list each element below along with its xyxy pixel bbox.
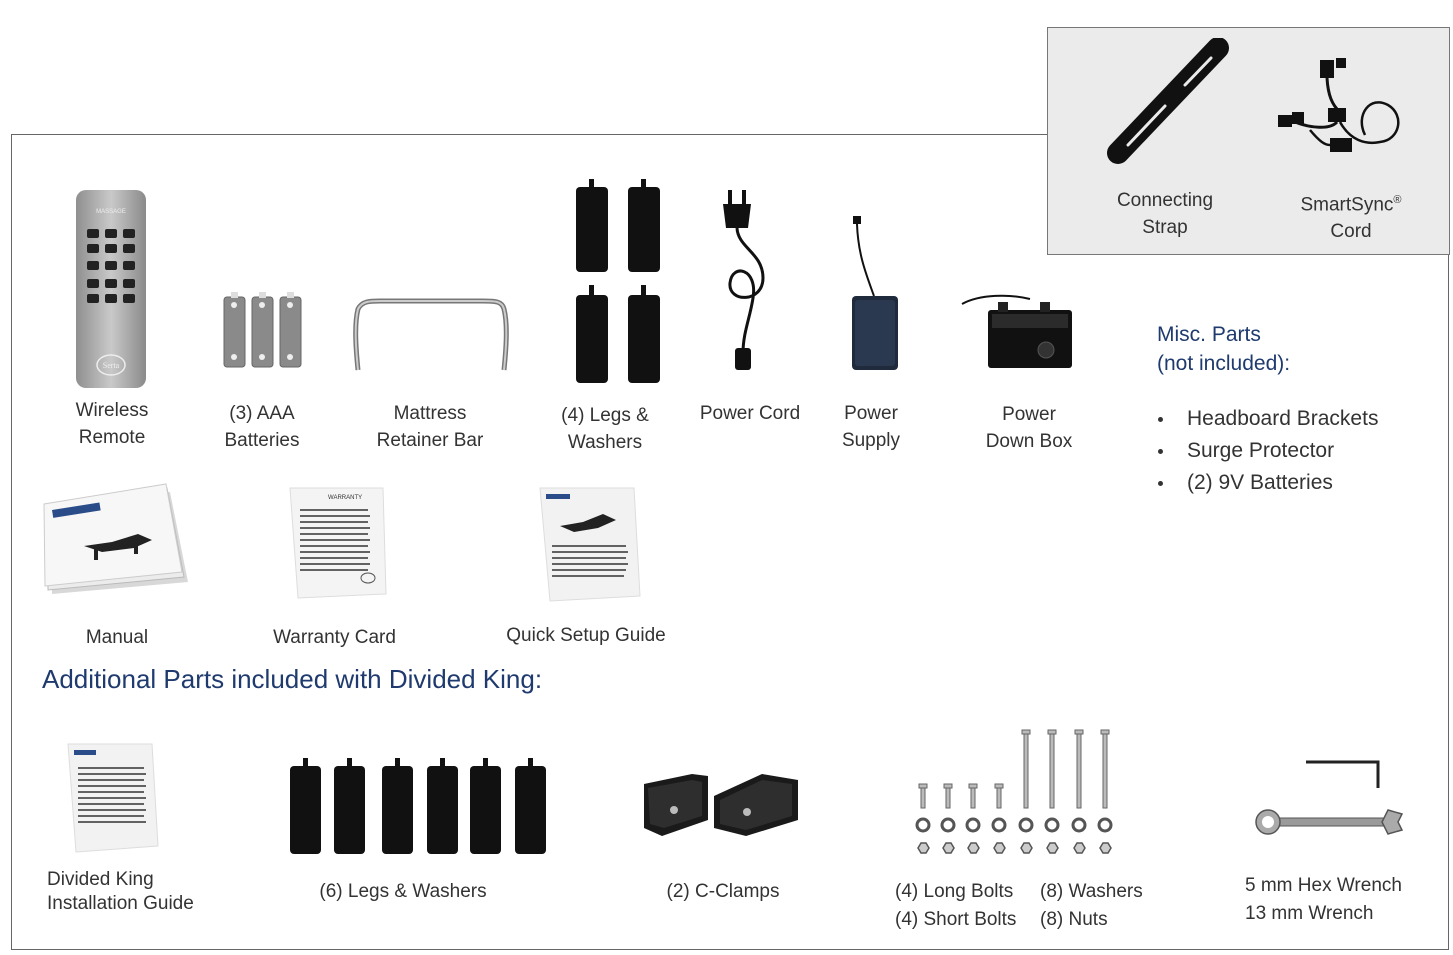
- furniture-leg-icon: [576, 179, 660, 383]
- smartsync-cord-label: SmartSync® Cord: [1300, 194, 1402, 243]
- svg-text:WARRANTY: WARRANTY: [328, 495, 362, 501]
- power-supply-icon: [852, 216, 898, 370]
- divided-king-heading: Additional Parts included with Divided K…: [42, 664, 543, 694]
- warranty-card-icon: WARRANTY: [289, 487, 387, 599]
- remote-control-icon: MASSAGE Serta: [76, 190, 146, 388]
- wrenches-label: 5 mm Hex Wrench 13 mm Wrench: [1245, 875, 1402, 924]
- power-down-box-label: Power Down Box: [985, 404, 1073, 452]
- quick-setup-guide-icon: [539, 487, 641, 602]
- power-down-box-icon: [961, 294, 1072, 368]
- list-item: Headboard Brackets: [1158, 403, 1378, 435]
- list-item: Surge Protector: [1158, 435, 1378, 467]
- svg-text:Serta: Serta: [103, 361, 120, 370]
- six-legs-label: (6) Legs & Washers: [319, 881, 487, 902]
- washers-nuts-label: (8) Washers (8) Nuts: [1040, 881, 1143, 930]
- manual-label: Manual: [85, 627, 149, 648]
- bolts-washers-nuts-icon: [915, 729, 1113, 854]
- c-clamps-label: (2) C-Clamps: [666, 881, 780, 902]
- power-supply-label: Power Supply: [841, 403, 901, 451]
- misc-parts-heading: Misc. Parts (not included):: [1157, 323, 1291, 375]
- legs-washers-label: (4) Legs & Washers: [561, 405, 649, 453]
- warranty-card-label: Warranty Card: [273, 627, 396, 648]
- power-cord-icon: [723, 190, 765, 370]
- quick-setup-guide-label: Quick Setup Guide: [506, 625, 666, 646]
- list-item: (2) 9V Batteries: [1158, 467, 1378, 499]
- misc-parts-list: Headboard Brackets Surge Protector (2) 9…: [1158, 403, 1378, 499]
- wireless-remote-label: Wireless Remote: [75, 400, 149, 448]
- parts-frame: [11, 134, 1449, 950]
- installation-guide-icon: [67, 743, 159, 853]
- svg-text:MASSAGE: MASSAGE: [96, 209, 126, 215]
- c-clamp-icon: [644, 774, 798, 836]
- manual-booklet-icon: [43, 483, 188, 594]
- addon-parts-box: Connecting Strap SmartSync® Cord: [1047, 27, 1450, 255]
- connecting-strap-label: Connecting Strap: [1116, 190, 1214, 238]
- connecting-strap-icon: [1107, 38, 1229, 164]
- installation-guide-label: Divided King Installation Guide: [47, 869, 194, 914]
- battery-icon: [223, 292, 302, 368]
- aaa-batteries-label: (3) AAA Batteries: [224, 403, 300, 451]
- wrench-icon: [1255, 760, 1404, 835]
- furniture-leg-icon: [290, 758, 546, 854]
- power-cord-label: Power Cord: [699, 403, 801, 424]
- bolts-label: (4) Long Bolts (4) Short Bolts: [895, 881, 1017, 930]
- retainer-bar-label: Mattress Retainer Bar: [376, 403, 484, 451]
- retainer-bar-icon: [353, 298, 509, 371]
- smartsync-cord-icon: [1278, 58, 1400, 152]
